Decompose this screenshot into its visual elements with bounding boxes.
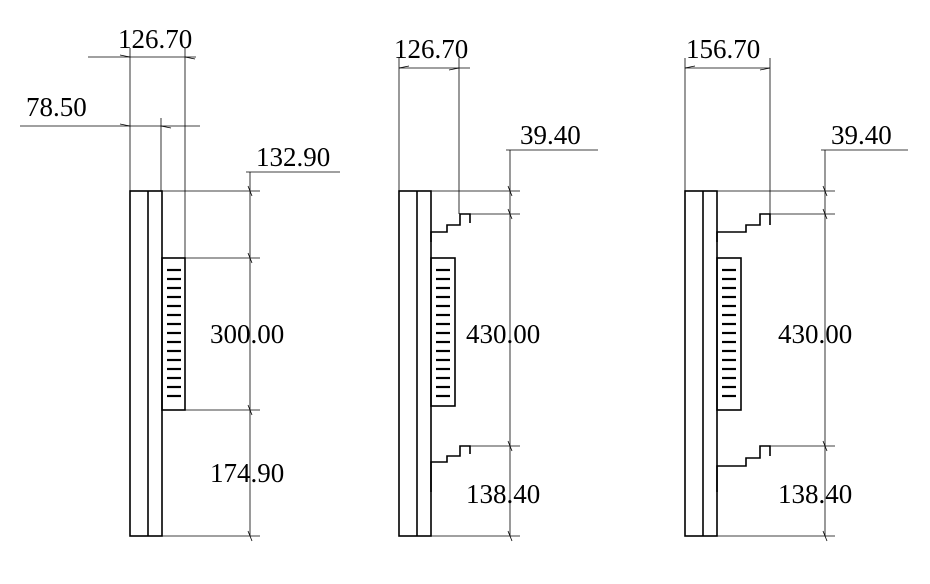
view-2-top-offset-label: 39.40 <box>520 120 581 150</box>
view-3-bracket-spacing-label: 430.00 <box>778 319 852 349</box>
view-2-bottom-offset-label: 138.40 <box>466 479 540 509</box>
view-1-vent-slots <box>167 268 181 398</box>
view-2-side-elevation: 126.70 39.40 430.00 138.40 <box>394 34 598 542</box>
view-2-height-dimension-lines <box>431 149 598 542</box>
view-3-vent-slots <box>722 268 736 398</box>
view-2-vent-slots <box>436 268 450 398</box>
view-1-bottom-offset-label: 174.90 <box>210 458 284 488</box>
view-1-depth-panel-label: 78.50 <box>26 92 87 122</box>
view-1-top-offset-label: 132.90 <box>256 142 330 172</box>
view-2-lower-bracket <box>430 445 471 492</box>
view-1-panel-outline <box>129 190 163 537</box>
view-2-depth-total-label: 126.70 <box>394 34 468 64</box>
view-3-panel-outline <box>684 190 718 537</box>
view-1-depth-total-label: 126.70 <box>118 24 192 54</box>
view-3-depth-dimension-lines <box>684 58 771 214</box>
view-2-vent-box <box>430 257 456 407</box>
view-3-bottom-offset-label: 138.40 <box>778 479 852 509</box>
view-1-vent-box <box>161 257 186 411</box>
view-3-side-elevation: 156.70 39.40 430.00 138.40 <box>684 34 908 542</box>
view-3-vent-box <box>716 257 742 411</box>
view-2-panel-outline <box>398 190 432 537</box>
view-3-height-dimension-lines <box>717 149 908 542</box>
view-1-height-dimension-lines <box>162 171 340 542</box>
view-2-depth-dimension-lines <box>398 58 470 214</box>
view-2-upper-bracket <box>430 213 471 242</box>
view-1-depth-dimension-lines <box>20 48 200 258</box>
view-1-box-height-label: 300.00 <box>210 319 284 349</box>
view-3-upper-bracket <box>716 213 771 242</box>
view-1-side-elevation: 126.70 78.50 132.90 300.00 174.90 <box>20 24 340 542</box>
view-3-depth-total-label: 156.70 <box>686 34 760 64</box>
view-2-bracket-spacing-label: 430.00 <box>466 319 540 349</box>
view-3-top-offset-label: 39.40 <box>831 120 892 150</box>
view-3-lower-bracket <box>716 445 771 492</box>
